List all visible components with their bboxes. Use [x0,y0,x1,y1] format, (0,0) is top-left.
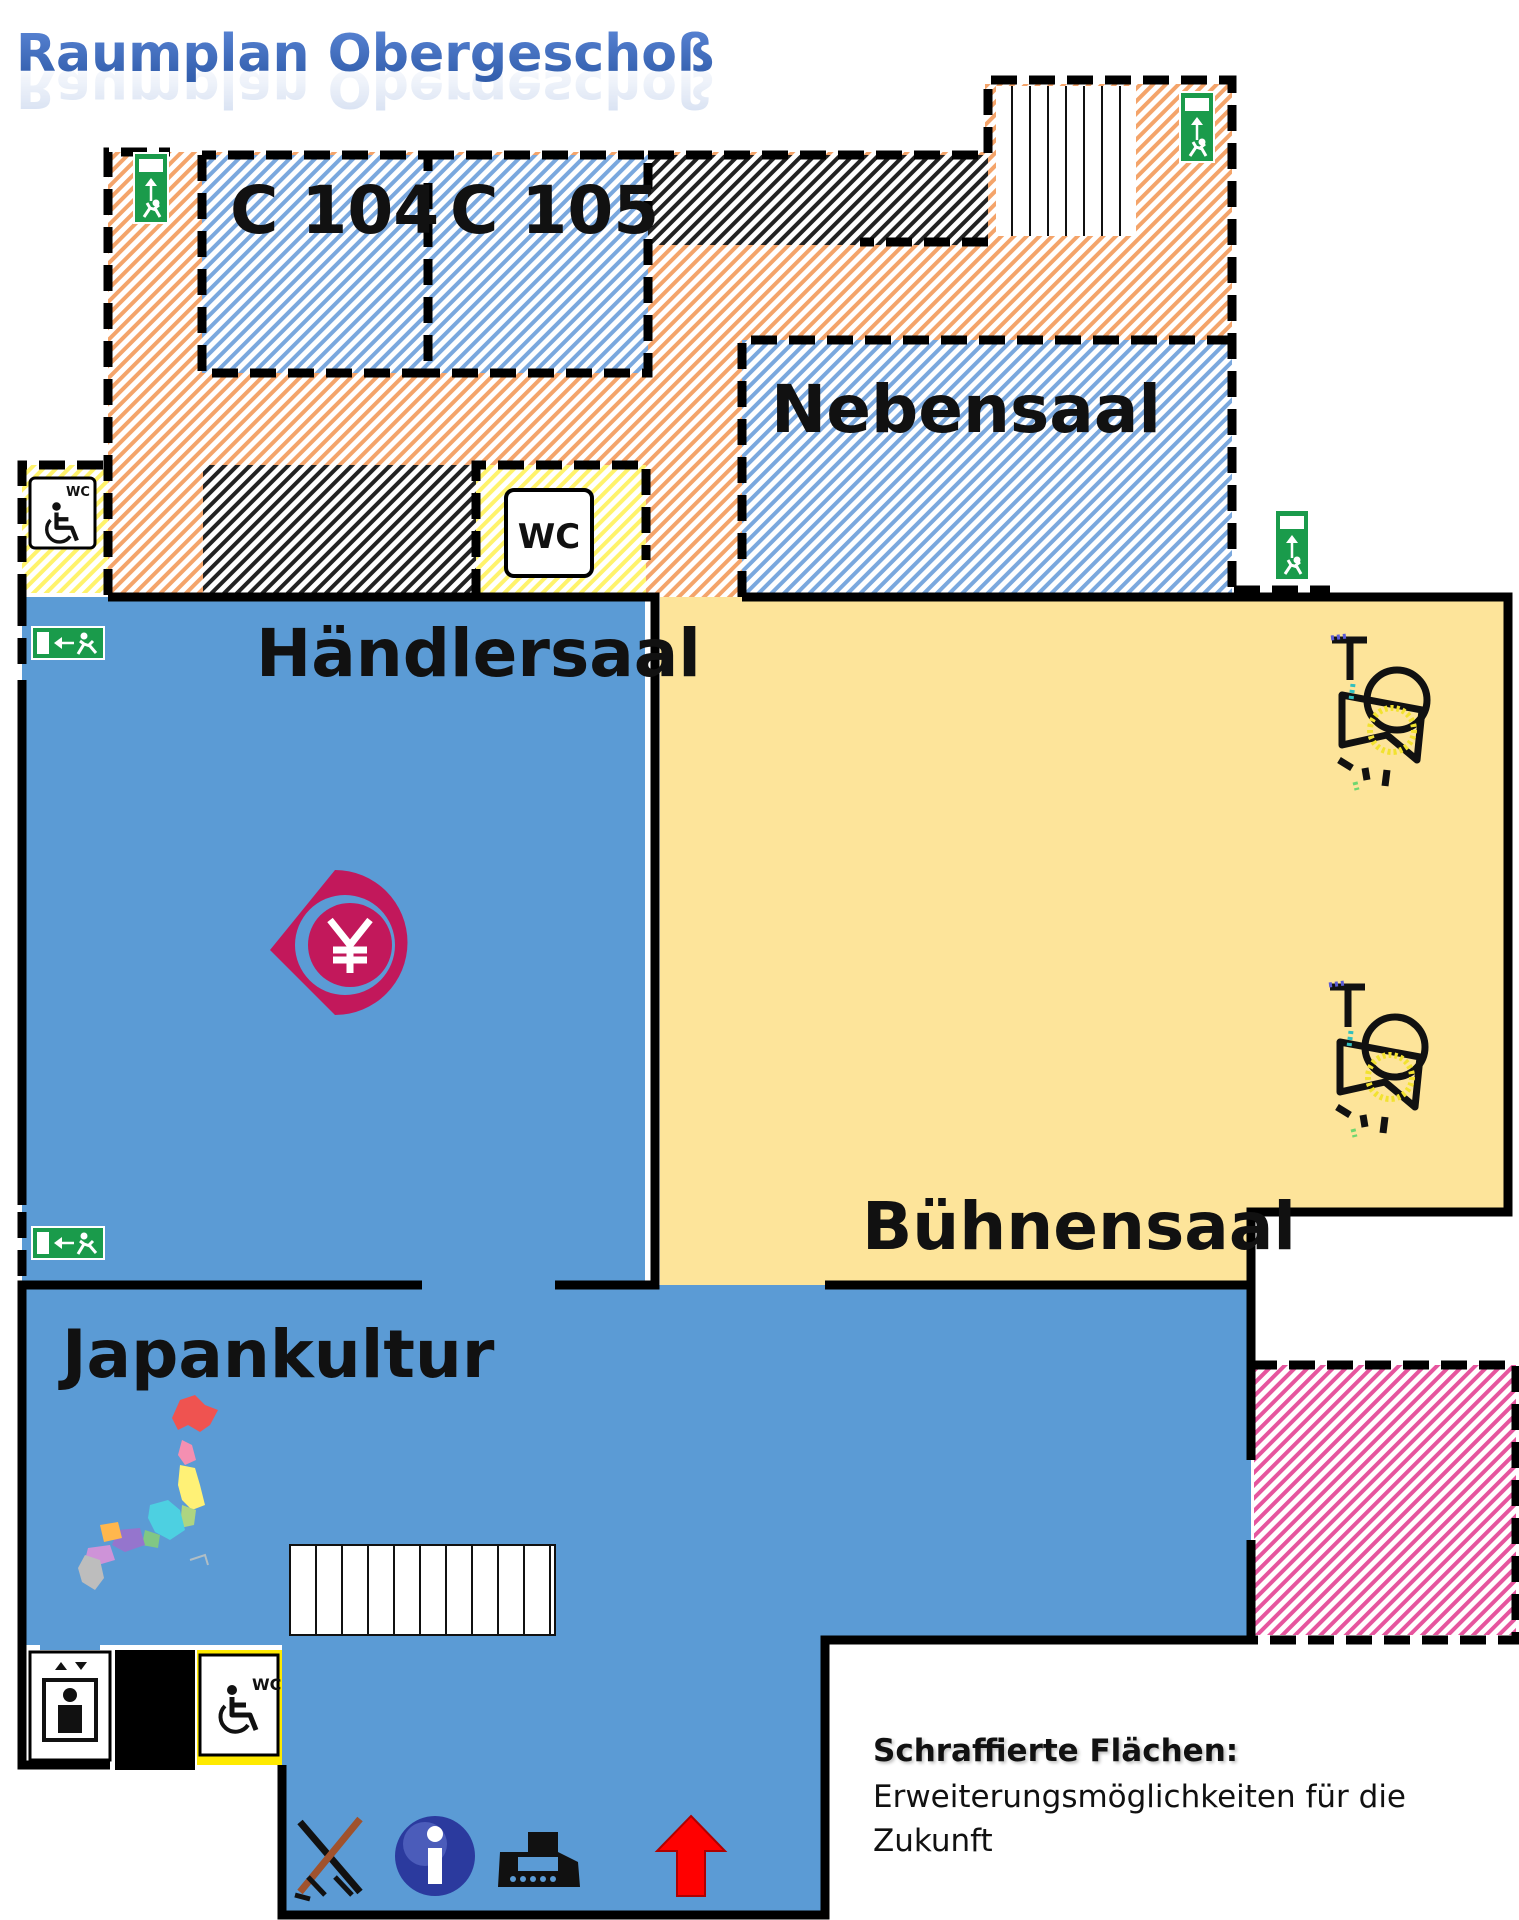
room-label-buehnensaal: Bühnensaal [862,1188,1296,1265]
room-label-nebensaal: Nebensaal [771,371,1161,448]
solid-walls [17,592,1513,1920]
storage-hatched-top [648,155,988,245]
expansion-area-pink [1254,1365,1516,1635]
cash-register-icon [498,1832,580,1887]
legend-description: Erweiterungsmöglichkeiten für die Zukunf… [873,1779,1407,1859]
page-title-group: Raumplan Obergeschoß Raumplan Obergescho… [16,24,714,118]
page-title: Raumplan Obergeschoß [16,24,714,84]
storage-hatched-left [203,465,476,593]
room-label-c104: C 104 [230,172,439,249]
yen-currency-icon [270,870,408,1015]
legend: Schraffierte Flächen: Erweiterungsmöglic… [873,1733,1473,1863]
emergency-exit-sign-icon [132,151,170,225]
japan-map-icon [78,1395,218,1590]
wheelchair-wc-icon: WC [28,476,97,550]
information-icon [395,1816,475,1896]
dashed-walls [17,75,1519,1645]
room-label-c105: C 105 [450,172,659,249]
entrance-arrow-icon [654,1814,728,1897]
crossed-swords-icon [294,1816,363,1902]
wc-label: WC [518,517,580,557]
room-nebensaal-area [742,340,1232,593]
wc-small-label-lower: WC [252,1675,281,1694]
service-block: WC [28,1638,282,1770]
emergency-exit-sign-icon [1273,508,1311,582]
room-c105-area [428,155,648,373]
stairs-bottom [289,1544,556,1636]
stairs-top [996,86,1136,236]
wc-small-label-upper: WC [66,485,90,500]
emergency-exit-sign-icon [1178,90,1216,164]
room-c104-area [202,155,428,373]
room-buehnensaal-area [660,597,1508,1285]
emergency-exit-sign-icon [30,1225,106,1261]
legend-title: Schraffierte Flächen: [873,1733,1239,1769]
page-title-reflection: Raumplan Obergeschoß [16,58,714,118]
wc-icon: WC [504,488,594,578]
emergency-exit-sign-icon [30,625,106,661]
room-label-japankultur: Japankultur [58,1316,495,1393]
room-label-haendlersaal: Händlersaal [256,615,701,692]
